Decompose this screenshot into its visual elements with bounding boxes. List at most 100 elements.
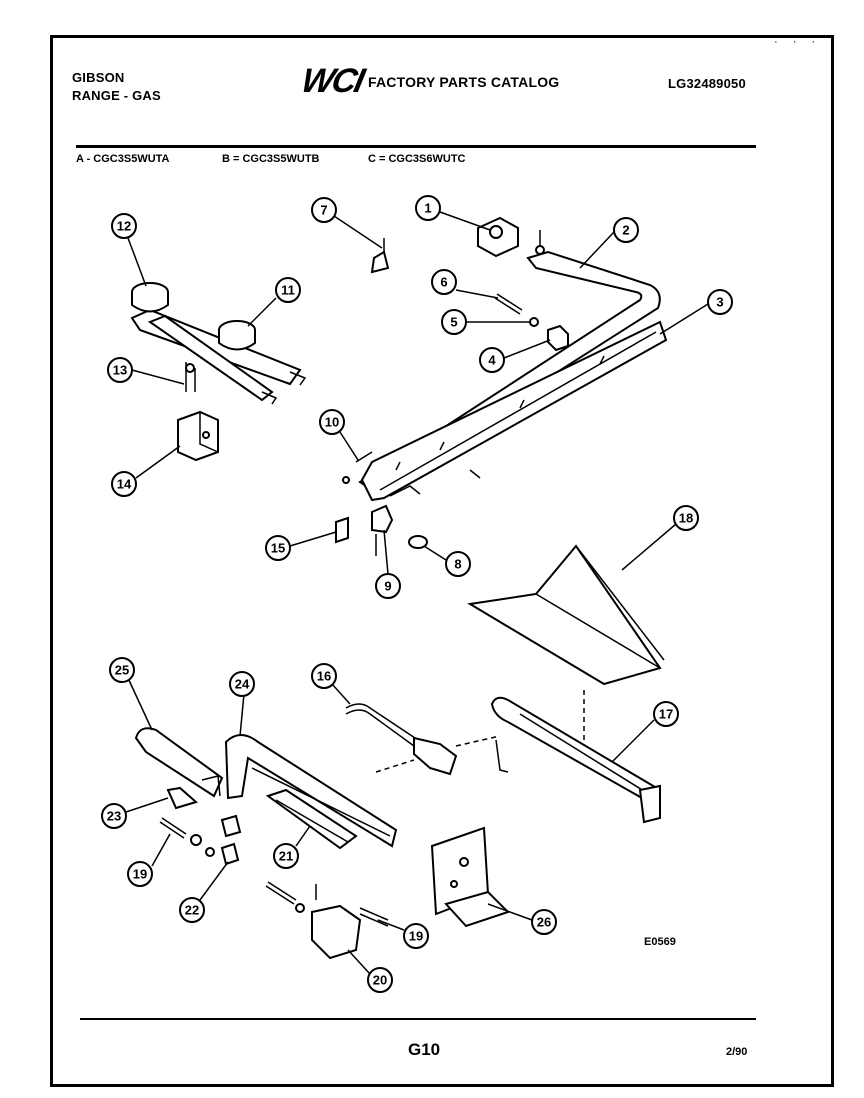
callout-number: 6 [440,275,447,290]
callout-number: 14 [117,477,132,492]
valve-parts [494,293,569,352]
leader-line [377,919,405,931]
page-number: G10 [408,1040,441,1059]
callout-circle [101,803,127,829]
callout-number: 21 [279,849,293,864]
broil-valve-parts [159,817,389,960]
callout-26: 26 [487,903,557,935]
callout-number: 13 [113,363,127,378]
callout-circle [415,195,441,221]
callout-number: 16 [317,669,331,684]
corner-marks: · · · [774,36,822,48]
callout-circle [127,861,153,887]
callout-number: 3 [716,295,723,310]
callout-22: 22 [179,861,229,923]
callout-circle [445,551,471,577]
callout-circle [375,573,401,599]
callout-19a: 19 [127,833,171,887]
callout-circle [311,197,337,223]
callout-25: 25 [109,657,153,731]
gas-manifold [358,230,668,502]
callout-17: 17 [611,701,679,763]
callout-circle [179,897,205,923]
leader-line [659,303,709,335]
leader-line [339,431,359,461]
leader-line [135,445,181,479]
callout-circle [441,309,467,335]
mounting-bracket [430,826,510,928]
callout-circle [273,843,299,869]
leader-line [331,683,351,705]
callout-15: 15 [265,531,337,561]
valve-assembly [335,451,428,556]
callout-number: 11 [281,283,295,298]
leader-line [125,797,169,813]
callout-14: 14 [111,445,181,497]
leader-line [579,231,615,269]
model-b: B = CGC3S5WUTB [222,153,320,165]
callout-7: 7 [311,197,383,249]
oven-burner [455,690,662,824]
callout-number: 18 [679,511,693,526]
oven-burner-baffle [467,544,665,686]
callout-number: 7 [320,203,327,218]
callout-23: 23 [101,797,169,829]
leader-line [487,903,533,921]
callout-circle [367,967,393,993]
callout-number: 5 [450,315,457,330]
callout-number: 1 [424,201,431,216]
callout-circle [531,909,557,935]
small-bracket [370,238,390,274]
burner-bracket [177,362,219,462]
callout-circle [673,505,699,531]
leader-line [347,949,371,975]
leader-line [199,861,229,901]
callout-21: 21 [273,825,311,869]
leader-line [503,339,551,359]
callout-circle [265,535,291,561]
callout-5: 5 [441,309,530,335]
callout-10: 10 [319,409,359,461]
callout-circle [109,657,135,683]
brand-name: GIBSON [72,70,125,85]
callout-circle [653,701,679,727]
callout-number: 20 [373,973,387,988]
page-frame [50,35,834,1087]
callout-19b: 19 [377,919,429,949]
callout-number: 19 [409,929,423,944]
callout-circle [111,471,137,497]
callout-number: 22 [185,903,199,918]
callout-number: 8 [454,557,461,572]
callout-number: 24 [235,677,250,692]
callout-2: 2 [579,217,639,269]
leader-line [289,531,337,547]
broil-burner-assembly [134,727,398,850]
leader-line [611,719,655,763]
leader-line [247,297,277,327]
leader-line [127,677,153,731]
callout-circle [275,277,301,303]
leader-line [383,529,389,575]
header-rule [76,145,756,148]
callout-circle [229,671,255,697]
leader-line [455,289,499,299]
oven-igniter [345,703,458,776]
callout-circle [311,663,337,689]
callout-16: 16 [311,663,351,705]
callout-6: 6 [431,269,499,299]
figure-reference: E0569 [644,936,676,948]
callout-circle [479,347,505,373]
pressure-regulator [477,216,519,258]
callout-number: 26 [537,915,551,930]
model-c: C = CGC3S6WUTC [368,153,466,165]
callout-circle [431,269,457,295]
callout-number: 4 [488,353,496,368]
callout-9: 9 [375,529,401,599]
callout-20: 20 [347,949,393,993]
callout-8: 8 [423,545,471,577]
callout-circle [319,409,345,435]
callout-4: 4 [479,339,551,373]
revision-date: 2/90 [726,1046,748,1058]
footer-rule [80,1018,756,1020]
